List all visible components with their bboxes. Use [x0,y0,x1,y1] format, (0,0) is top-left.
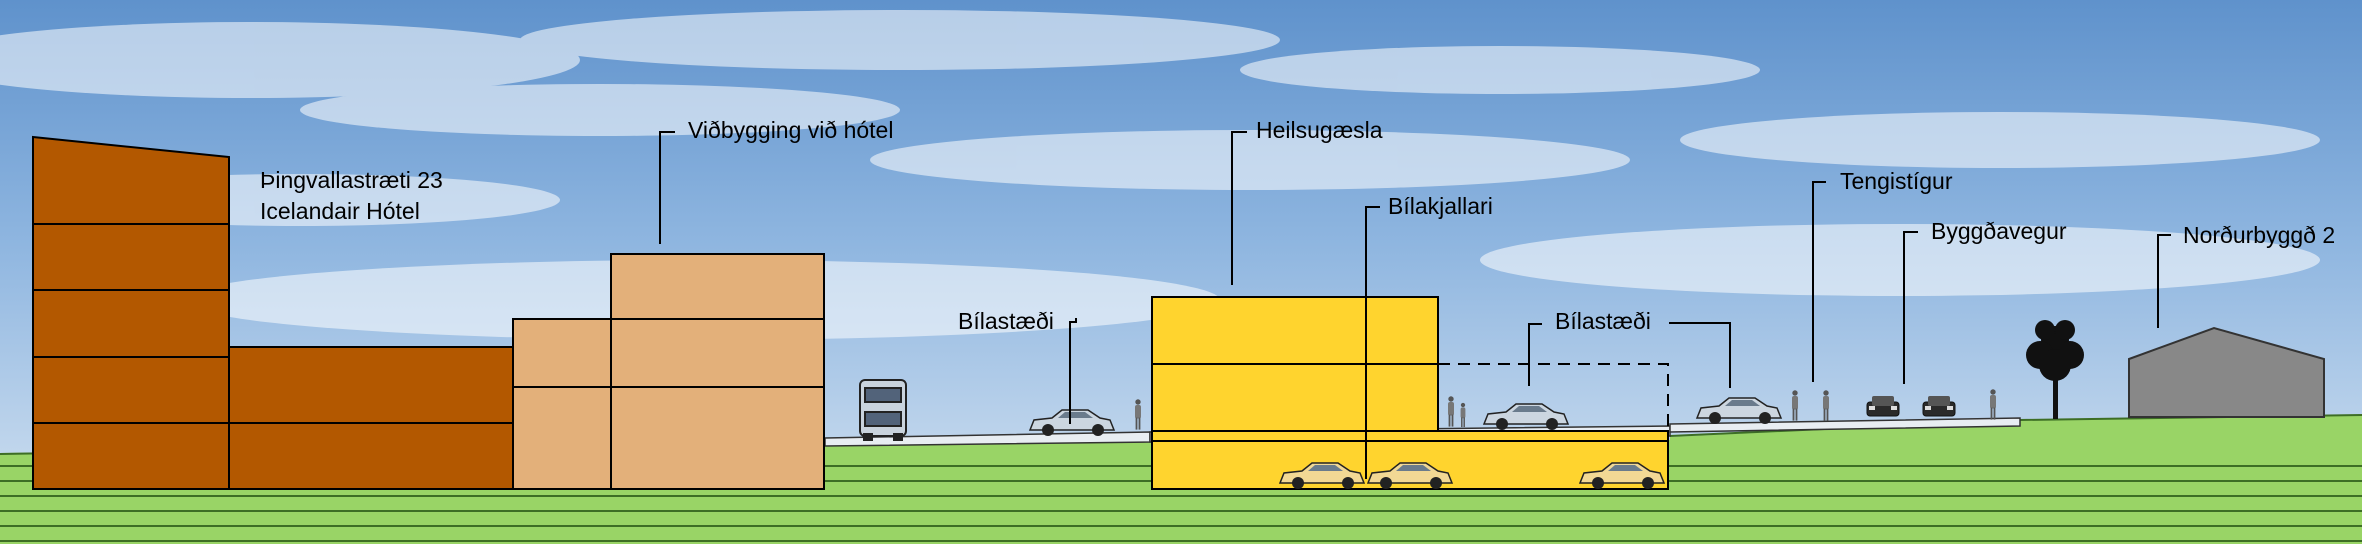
label-health-centre: Heilsugæsla [1256,117,1383,143]
label-parking-right: Bílastæði [1555,308,1651,334]
car-road-2 [1922,396,1956,417]
person-1 [1135,399,1141,430]
label-road: Byggðavegur [1931,218,2067,244]
car-road-1 [1866,396,1900,417]
ground [0,414,2362,544]
car-basement-1 [1278,462,1366,489]
nordurbyggd-house [2128,326,2325,418]
car-basement-2 [1366,462,1454,489]
car-parking-right [1695,397,1783,424]
cars [1028,396,1956,489]
tree [2026,320,2084,419]
label-hotel-brand: Icelandair Hótel [260,198,420,224]
person-6 [1990,389,1996,420]
hotel-building [32,135,514,490]
hotel-extension-building [512,253,825,490]
car-parking-middle [1482,403,1570,430]
people [1135,389,1996,430]
label-car-basement: Bílakjallari [1388,193,1493,219]
label-nordurbyggd: Norðurbyggð 2 [2183,222,2336,248]
person-3 [1460,402,1466,428]
label-extension: Viðbygging við hótel [688,117,894,143]
label-connecting-path: Tengistígur [1840,168,1953,194]
bus [859,379,907,441]
leader-lines [659,131,2171,479]
car-basement-3 [1578,462,1666,489]
person-2 [1448,396,1454,427]
person-5 [1823,390,1829,421]
label-parking-left: Bílastæði [958,308,1054,334]
label-hotel: Þingvallastræti 23 Icelandair Hótel [260,165,443,227]
car-parking-left [1028,409,1116,436]
person-4 [1792,390,1798,421]
label-hotel-name: Þingvallastræti 23 [260,167,443,193]
